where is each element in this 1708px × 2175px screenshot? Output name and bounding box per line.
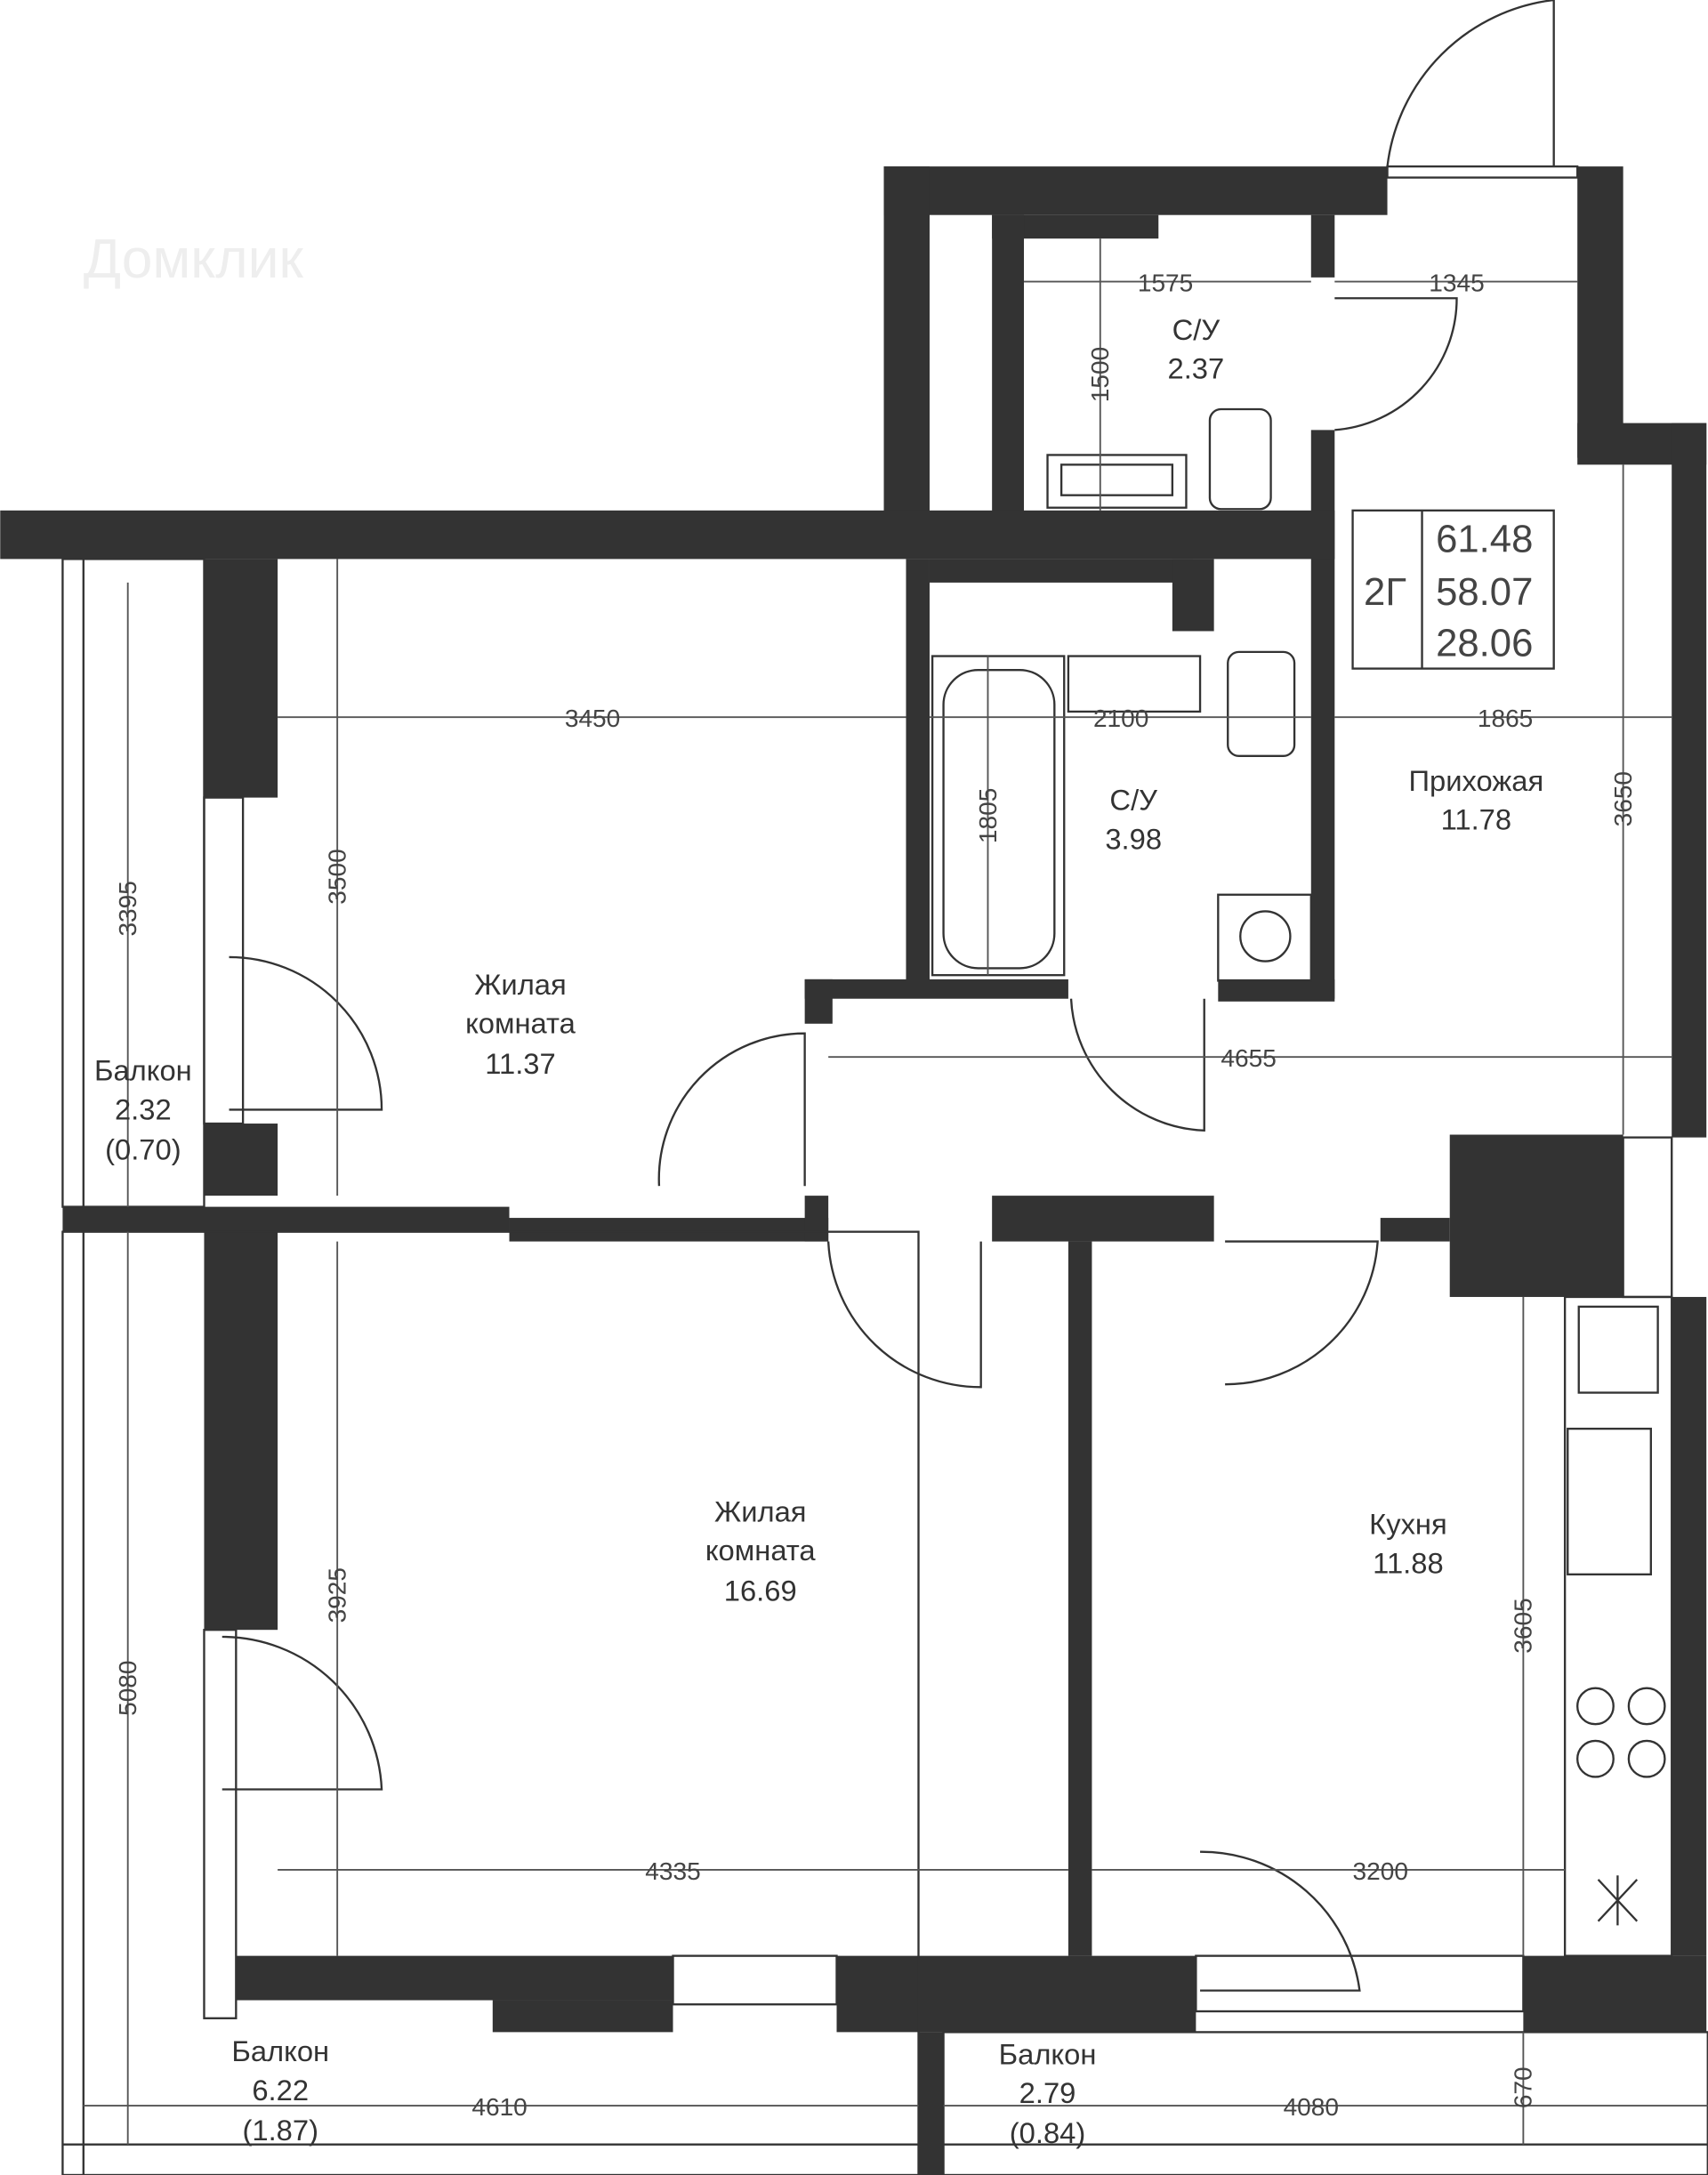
dim-3500: 3500 bbox=[324, 849, 351, 904]
room-name-balcony3: Балкон bbox=[999, 2037, 1097, 2070]
fixtures bbox=[931, 407, 1673, 1957]
room-area-balcony3: 2.79 bbox=[1019, 2076, 1076, 2109]
dim-4080: 4080 bbox=[1284, 2093, 1339, 2121]
dim-670: 670 bbox=[1510, 2066, 1537, 2108]
area-no-balcony: 58.07 bbox=[1436, 570, 1533, 614]
room-name-hall: Прихожая bbox=[1409, 764, 1544, 797]
room-area-wc2: 3.98 bbox=[1105, 822, 1162, 855]
apartment-info-box: 2Г 61.48 58.07 28.06 bbox=[1351, 509, 1555, 670]
dim-3200: 3200 bbox=[1353, 1857, 1408, 1885]
dim-1500: 1500 bbox=[1086, 347, 1114, 402]
room-name-living2: Жилая bbox=[714, 1495, 807, 1528]
room-reduced-balcony3: (0.84) bbox=[1010, 2116, 1086, 2149]
balcony-outlines bbox=[61, 165, 1708, 2175]
dim-3605: 3605 bbox=[1510, 1598, 1537, 1653]
living-area: 28.06 bbox=[1436, 622, 1533, 665]
dim-4655: 4655 bbox=[1221, 1044, 1276, 1072]
room-name-kitchen: Кухня bbox=[1369, 1508, 1447, 1541]
room-area-balcony2: 6.22 bbox=[252, 2074, 309, 2107]
walls bbox=[0, 166, 1707, 2175]
room-name-balcony2: Балкон bbox=[231, 2034, 329, 2067]
room-name-wc1: С/У bbox=[1172, 313, 1221, 346]
total-area: 61.48 bbox=[1436, 518, 1533, 561]
dim-2100: 2100 bbox=[1093, 705, 1148, 732]
room-area-kitchen: 11.88 bbox=[1373, 1546, 1444, 1579]
dim-3650: 3650 bbox=[1609, 771, 1637, 826]
room-name-wc2: С/У bbox=[1109, 784, 1157, 817]
room-reduced-balcony2: (1.87) bbox=[242, 2114, 318, 2147]
dim-1805: 1805 bbox=[974, 788, 1002, 843]
dimension-labels: 1575 1345 1500 3450 2100 1865 1805 3500 … bbox=[114, 269, 1637, 2120]
watermark: Домклик bbox=[84, 229, 304, 290]
dim-1575: 1575 bbox=[1138, 269, 1193, 296]
dim-3395: 3395 bbox=[114, 881, 141, 936]
room-name-living1: Жилая bbox=[474, 968, 567, 1001]
room-area-balcony1: 2.32 bbox=[115, 1092, 172, 1125]
room-reduced-balcony1: (0.70) bbox=[105, 1133, 181, 1166]
apartment-type: 2Г bbox=[1364, 570, 1406, 614]
room-area-wc1: 2.37 bbox=[1168, 352, 1225, 385]
room-name-living2-2: комната bbox=[705, 1534, 817, 1567]
room-area-hall: 11.78 bbox=[1441, 802, 1511, 835]
dimension-lines bbox=[83, 238, 1708, 2145]
dim-3925: 3925 bbox=[324, 1567, 351, 1623]
dim-4610: 4610 bbox=[471, 2093, 527, 2121]
room-labels: С/У 2.37 С/У 3.98 Прихожая 11.78 Жилая к… bbox=[84, 229, 1543, 2149]
room-area-living1: 11.37 bbox=[485, 1047, 555, 1080]
room-name-balcony1: Балкон bbox=[94, 1054, 192, 1087]
doors bbox=[222, 0, 1555, 1992]
room-name-living1-2: комната bbox=[465, 1007, 576, 1040]
room-area-living2: 16.69 bbox=[724, 1574, 797, 1607]
dim-1345: 1345 bbox=[1429, 269, 1484, 296]
dim-1865: 1865 bbox=[1478, 705, 1533, 732]
dim-5080: 5080 bbox=[114, 1660, 141, 1715]
dim-3450: 3450 bbox=[565, 705, 620, 732]
dim-4335: 4335 bbox=[645, 1857, 700, 1885]
